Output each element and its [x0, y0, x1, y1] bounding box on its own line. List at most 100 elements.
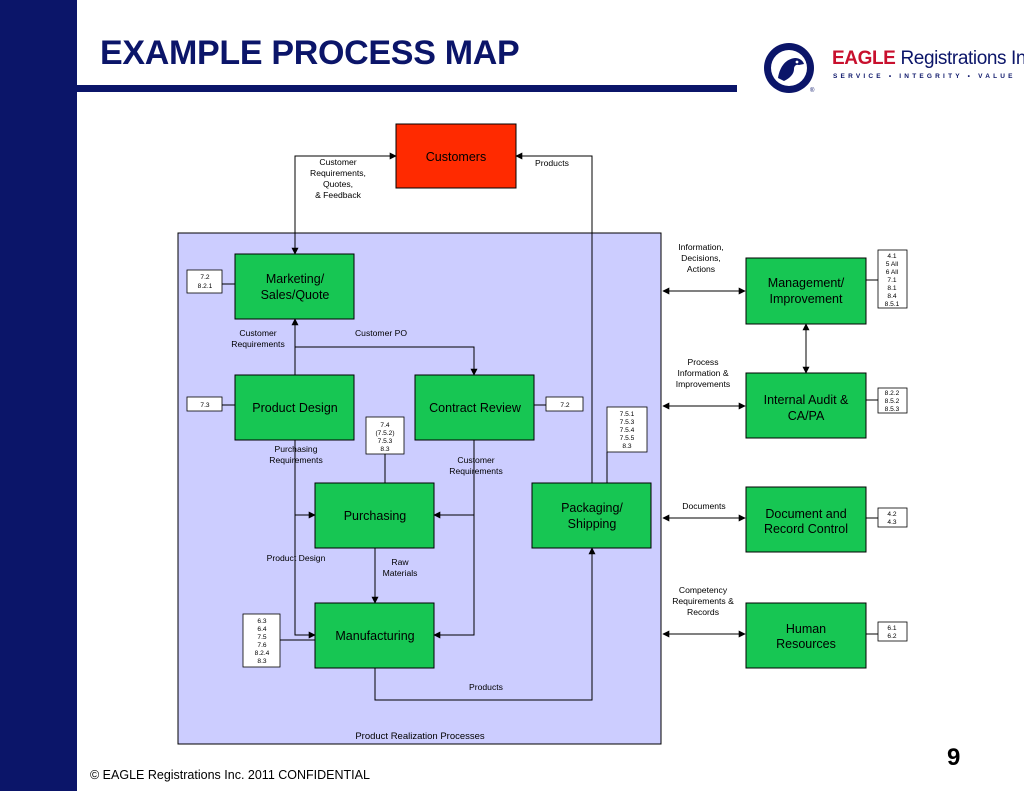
svg-text:Records: Records	[687, 607, 719, 617]
customers-box: Customers	[395, 123, 517, 189]
svg-text:5 All: 5 All	[886, 261, 899, 268]
svg-text:Process: Process	[687, 357, 718, 367]
svg-text:6.2: 6.2	[887, 633, 896, 640]
marketing-box: Marketing/ Sales/Quote	[234, 253, 355, 320]
product-design-box: Product Design	[234, 374, 355, 441]
clause-box-document-control: 4.2 4.3	[877, 507, 908, 528]
manufacturing-box: Manufacturing	[314, 602, 435, 669]
svg-text:Document and: Document and	[765, 507, 846, 521]
svg-text:7.5.1: 7.5.1	[620, 411, 635, 418]
svg-text:Improvement: Improvement	[770, 292, 843, 306]
label-purchasing-req: Purchasing Requirements	[269, 444, 323, 465]
label-product-design-flow: Product Design	[267, 553, 326, 563]
svg-text:Customer: Customer	[239, 328, 276, 338]
svg-text:& Feedback: & Feedback	[315, 190, 362, 200]
clause-box-manufacturing: 6.3 6.4 7.5 7.6 8.2.4 8.3	[242, 613, 281, 668]
label-customer-requirements: Customer Requirements, Quotes, & Feedbac…	[310, 157, 366, 200]
arrow-customer-marketing	[291, 152, 397, 255]
eagle-icon: ®	[764, 43, 815, 94]
svg-text:Requirements: Requirements	[231, 339, 285, 349]
clause-box-management: 4.1 5 All 6 All 7.1 8.1 8.4 8.5.1	[877, 249, 908, 309]
svg-text:4.2: 4.2	[887, 511, 896, 518]
clause-box-product-design: 7.3	[186, 396, 223, 412]
label-process-info: Process Information & Improvements	[676, 357, 730, 389]
clause-box-internal-audit: 8.2.2 8.5.2 8.5.3	[877, 387, 908, 414]
management-box: Management/ Improvement	[745, 257, 867, 325]
svg-text:Marketing/: Marketing/	[266, 272, 325, 286]
svg-text:Purchasing: Purchasing	[344, 509, 407, 523]
svg-text:Contract Review: Contract Review	[429, 401, 522, 415]
svg-text:Product Design: Product Design	[252, 401, 338, 415]
svg-text:Customer: Customer	[457, 455, 494, 465]
svg-text:Management/: Management/	[768, 276, 845, 290]
svg-text:Improvements: Improvements	[676, 379, 730, 389]
svg-text:Internal Audit &: Internal Audit &	[764, 393, 849, 407]
svg-text:Raw: Raw	[391, 557, 409, 567]
svg-text:8.4: 8.4	[887, 293, 896, 300]
svg-text:Materials: Materials	[383, 568, 418, 578]
svg-text:Quotes,: Quotes,	[323, 179, 353, 189]
clause-box-packaging: 7.5.1 7.5.3 7.5.4 7.5.5 8.3	[606, 406, 648, 453]
svg-text:4.3: 4.3	[887, 519, 896, 526]
svg-text:8.3: 8.3	[257, 658, 266, 665]
svg-text:7.4: 7.4	[380, 422, 389, 429]
human-resources-box: Human Resources	[745, 602, 867, 669]
svg-text:7.3: 7.3	[200, 402, 209, 409]
svg-text:6 All: 6 All	[886, 269, 899, 276]
clause-boxes: 7.2 8.2.1 7.3 7.2 7.4 (7.5.2) 7.5.3 8.3 …	[186, 249, 908, 668]
label-customer-req-left: Customer Requirements	[231, 328, 285, 349]
svg-text:Requirements,: Requirements,	[310, 168, 366, 178]
svg-text:8.5.2: 8.5.2	[885, 398, 900, 405]
svg-text:8.1: 8.1	[887, 285, 896, 292]
label-documents: Documents	[682, 501, 725, 511]
clause-box-marketing: 7.2 8.2.1	[186, 269, 223, 294]
svg-text:Information,: Information,	[678, 242, 723, 252]
page-number: 9	[947, 744, 961, 771]
arrow-manufacturing-packaging	[374, 547, 596, 701]
realization-label: Product Realization Processes	[355, 731, 485, 742]
svg-text:8.2.2: 8.2.2	[885, 390, 900, 397]
label-customer-po: Customer PO	[355, 328, 407, 338]
title-rule	[77, 85, 737, 92]
arrow-packaging-customers	[515, 152, 593, 483]
svg-text:7.2: 7.2	[560, 402, 569, 409]
svg-text:Requirements &: Requirements &	[672, 596, 734, 606]
arrow-contract-manufacturing	[433, 515, 475, 639]
svg-text:6.4: 6.4	[257, 626, 266, 633]
svg-text:8.5.3: 8.5.3	[885, 406, 900, 413]
svg-text:Sales/Quote: Sales/Quote	[261, 288, 330, 302]
svg-text:7.1: 7.1	[887, 277, 896, 284]
svg-text:(7.5.2): (7.5.2)	[375, 430, 394, 437]
svg-text:7.2: 7.2	[200, 274, 209, 281]
svg-text:Actions: Actions	[687, 264, 715, 274]
svg-text:8.2.1: 8.2.1	[198, 283, 213, 290]
label-customer-req-right: Customer Requirements	[449, 455, 503, 476]
arrow-design-manufacturing	[294, 515, 316, 639]
arrow-customer-po	[295, 346, 478, 376]
flow-labels: Customer Requirements, Quotes, & Feedbac…	[231, 157, 734, 692]
svg-text:Customers: Customers	[426, 150, 486, 164]
svg-text:Customer: Customer	[319, 157, 356, 167]
contract-review-box: Contract Review	[414, 374, 535, 441]
svg-text:8.3: 8.3	[380, 446, 389, 453]
svg-text:7.5.3: 7.5.3	[378, 438, 393, 445]
purchasing-box: Purchasing	[314, 482, 435, 549]
svg-text:Purchasing: Purchasing	[275, 444, 318, 454]
clause-box-purchasing: 7.4 (7.5.2) 7.5.3 8.3	[365, 416, 405, 455]
svg-text:8.5.1: 8.5.1	[885, 301, 900, 308]
footer-copyright: © EAGLE Registrations Inc. 2011 CONFIDEN…	[90, 768, 370, 782]
svg-text:CA/PA: CA/PA	[788, 409, 825, 423]
svg-text:Manufacturing: Manufacturing	[335, 629, 414, 643]
label-information: Information, Decisions, Actions	[678, 242, 723, 274]
svg-text:®: ®	[810, 87, 815, 94]
packaging-box: Packaging/ Shipping	[531, 482, 652, 549]
svg-text:6.1: 6.1	[887, 625, 896, 632]
clause-box-human-resources: 6.1 6.2	[877, 621, 908, 642]
svg-text:Requirements: Requirements	[449, 466, 503, 476]
svg-text:Packaging/: Packaging/	[561, 501, 623, 515]
internal-audit-box: Internal Audit & CA/PA	[745, 372, 867, 439]
svg-text:Decisions,: Decisions,	[681, 253, 721, 263]
svg-text:8.3: 8.3	[622, 443, 631, 450]
label-raw-materials: Raw Materials	[383, 557, 418, 578]
svg-text:4.1: 4.1	[887, 253, 896, 260]
